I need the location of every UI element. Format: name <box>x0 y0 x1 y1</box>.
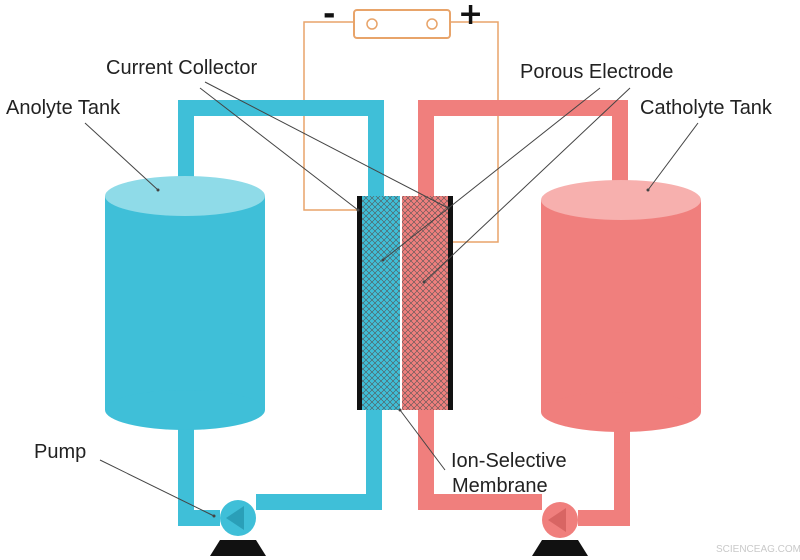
positive-sign: + <box>458 0 483 32</box>
pump-label: Pump <box>34 441 86 463</box>
anolyte-pump-base <box>210 540 266 556</box>
anolyte-pipe-from-tank <box>178 420 194 526</box>
anolyte-tank-label: Anolyte Tank <box>6 97 121 119</box>
anolyte-pipe-top <box>178 100 384 116</box>
load-terminal-right <box>426 18 438 30</box>
leader-ticks <box>156 188 650 518</box>
anode-porous-electrode <box>362 196 400 410</box>
catholyte-pump-arrow-icon <box>548 508 566 532</box>
external-circuit: - + <box>303 0 499 243</box>
load-terminal-left <box>366 18 378 30</box>
catholyte-tank-body <box>541 200 701 412</box>
catholyte-pipe-top-riser <box>418 100 434 205</box>
anolyte-tank <box>105 176 265 430</box>
porous-electrode-leader-right <box>423 87 631 283</box>
negative-sign: - <box>323 0 335 32</box>
anolyte-pipe-down <box>178 100 194 178</box>
pump-leader <box>99 459 215 517</box>
catholyte-pump-base <box>532 540 588 556</box>
catholyte-tank-label: Catholyte Tank <box>640 97 773 119</box>
anolyte-pipe-top-riser <box>368 100 384 205</box>
anolyte-pipe-from-pump <box>256 494 382 510</box>
anolyte-tank-body <box>105 196 265 410</box>
catholyte-tank-bottom <box>541 392 701 432</box>
catholyte-tank <box>541 180 701 432</box>
anolyte-pipe-to-pump <box>178 510 220 526</box>
cathode-porous-electrode <box>402 196 448 410</box>
catholyte-piping <box>410 100 636 526</box>
wire-right <box>448 21 499 243</box>
load-resistor <box>353 9 451 39</box>
anolyte-pump-arrow-icon <box>226 506 244 530</box>
anolyte-tank-top <box>105 176 265 216</box>
catholyte-tank-top <box>541 180 701 220</box>
catholyte-pipe-to-pump <box>578 510 630 526</box>
catholyte-pipe-from-tank <box>614 420 630 526</box>
anode-current-collector <box>357 196 362 410</box>
leader-lines <box>84 81 699 517</box>
catholyte-pipe-up <box>418 408 434 510</box>
anolyte-pump <box>210 500 266 556</box>
membrane-label-line1: Ion-Selective <box>451 450 567 472</box>
catholyte-pipe-down <box>612 100 628 182</box>
anolyte-tank-bottom <box>105 390 265 430</box>
current-collector-leader-left <box>199 87 359 211</box>
current-collector-label: Current Collector <box>106 57 258 79</box>
anolyte-pipe-up <box>366 408 382 510</box>
membrane-leader <box>399 409 446 471</box>
anolyte-tank-leader <box>84 122 159 191</box>
watermark: SCIENCEAG.COM <box>716 544 800 555</box>
membrane-label-line2: Membrane <box>452 475 548 497</box>
cathode-current-collector <box>448 196 453 410</box>
catholyte-pipe-from-pump <box>418 494 542 510</box>
porous-electrode-leader-left <box>382 87 601 261</box>
catholyte-pipe-top <box>418 100 628 116</box>
cell-stack <box>357 196 453 410</box>
current-collector-leader-right <box>204 81 449 209</box>
porous-electrode-label: Porous Electrode <box>520 61 673 83</box>
catholyte-pump <box>532 502 588 556</box>
catholyte-tank-leader <box>647 122 699 191</box>
